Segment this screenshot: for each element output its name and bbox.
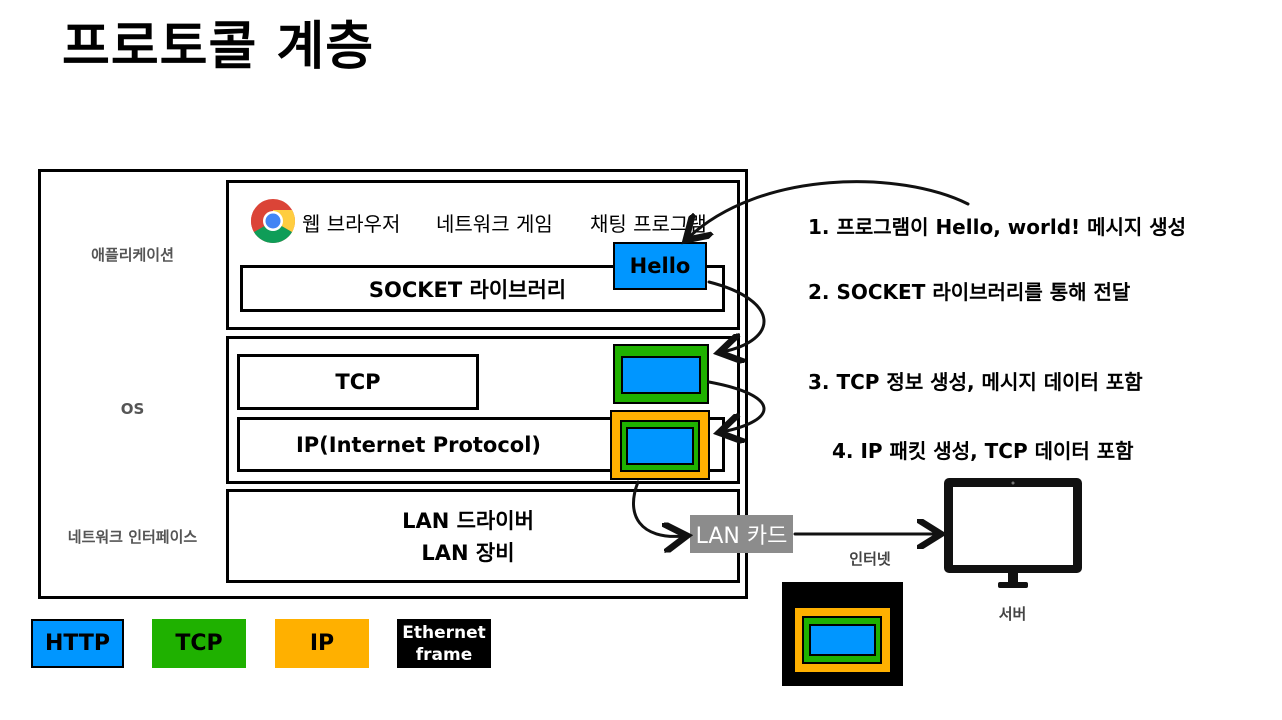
protocol-stack-frame xyxy=(38,169,748,599)
server-label: 서버 xyxy=(998,605,1027,623)
app-network-game: 네트워크 게임 xyxy=(436,212,553,236)
lan-driver-text: LAN 드라이버 LAN 장비 xyxy=(226,505,740,569)
internet-label: 인터넷 xyxy=(849,550,891,568)
legend-http: HTTP xyxy=(31,619,124,668)
arrow-icon xyxy=(688,180,970,238)
step-4: 4. IP 패킷 생성, TCP 데이터 포함 xyxy=(832,439,1134,463)
arrow-icon xyxy=(707,380,766,432)
legend-tcp: TCP xyxy=(152,619,246,668)
step-2: 2. SOCKET 라이브러리를 통해 전달 xyxy=(808,280,1131,304)
ip-packet-tcp xyxy=(620,420,700,472)
network-interface-layer-box xyxy=(226,489,740,583)
layer-label-application: 애플리케이션 xyxy=(91,246,174,264)
chrome-icon xyxy=(251,199,295,243)
ip-packet xyxy=(610,410,710,480)
tcp-box: TCP xyxy=(237,354,479,410)
app-web-browser: 웹 브라우저 xyxy=(302,212,401,236)
step-3: 3. TCP 정보 생성, 메시지 데이터 포함 xyxy=(808,370,1143,394)
lan-driver-label: LAN 드라이버 xyxy=(402,509,534,533)
frame-ip xyxy=(793,606,892,674)
page-title: 프로토콜 계층 xyxy=(62,17,375,77)
tcp-segment xyxy=(613,344,709,404)
legend-ip: IP xyxy=(275,619,369,668)
ip-packet-payload xyxy=(626,427,694,465)
frame-payload xyxy=(809,624,876,656)
lan-device-label: LAN 장비 xyxy=(421,541,515,565)
hello-packet: Hello xyxy=(613,242,707,290)
step-1: 1. 프로그램이 Hello, world! 메시지 생성 xyxy=(808,215,1187,239)
tcp-segment-payload xyxy=(621,356,701,394)
layer-label-network-interface: 네트워크 인터페이스 xyxy=(67,528,198,546)
frame-tcp xyxy=(802,616,882,664)
arrow-icon xyxy=(632,480,684,536)
ethernet-frame xyxy=(782,582,903,686)
legend-ethernet-frame: Ethernet frame xyxy=(397,619,491,668)
lan-card: LAN 카드 xyxy=(690,515,793,553)
arrow-icon xyxy=(707,280,766,352)
layer-label-os: OS xyxy=(120,400,145,418)
monitor-icon xyxy=(944,478,1082,588)
